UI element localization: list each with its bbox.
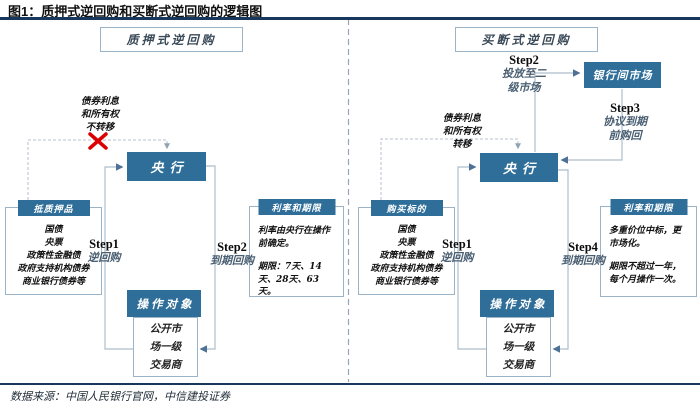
right-panel-header-label: 买断式逆回购 [481,33,572,47]
rate-paragraph: 利率由央行在操作前确定。 [258,226,331,249]
left-dealer-box: 公开市 场一级 交易商 [133,317,198,377]
left-collateral-box-title-label: 抵质押品 [33,204,74,215]
left-central-bank-label: 央行 [150,161,189,176]
right-purchase-items: 国债 央票 政策性金融债 政府支持机构债券 商业银行债券等 [359,208,454,289]
note-line: 债券利息 [80,96,119,107]
left-collateral-items: 国债 央票 政策性金融债 政府支持机构债券 商业银行债券等 [6,208,101,289]
interbank-market-box: 银行间市场 [584,62,661,88]
dealer-line: 场一级 [502,341,535,353]
dealer-line: 交易商 [502,359,535,371]
left-step2: Step2 到期回购 [192,241,272,268]
left-rate-term-box-title: 利率和期限 [258,199,335,215]
right-purchase-dashed-link [380,138,521,200]
step-label: Step4 [568,240,598,254]
right-step4-link [552,169,569,353]
left-transfer-note: 债券利息 和所有权 不转移 [60,95,140,134]
dealer-line: 场一级 [149,341,182,353]
collateral-item: 政策性金融债 [26,251,81,261]
title-rule [0,17,700,20]
left-collateral-box: 抵质押品 国债 央票 政策性金融债 政府支持机构债券 商业银行债券等 [5,200,102,295]
purchase-item: 政策性金融债 [379,251,434,261]
footer-rule [0,383,700,385]
left-cross-stroke-2 [88,132,108,150]
collateral-item: 国债 [44,225,63,235]
right-step4: Step4 到期回购 [543,241,623,268]
note-line: 转移 [452,139,472,150]
left-rate-term-title-label: 利率和期限 [271,203,322,214]
data-source: 数据来源：中国人民银行官网，中信建投证券 [10,390,230,403]
left-panel-header: 质押式逆回购 [100,27,243,52]
right-step2: Step2 投放至二 级市场 [488,54,560,95]
right-purchase-box-title: 购买标的 [370,200,443,216]
dealer-line: 交易商 [149,359,182,371]
right-step1: Step1 逆回购 [423,238,491,265]
right-purchase-box: 购买标的 国债 央票 政策性金融债 政府支持机构债券 商业银行债券等 [358,200,455,295]
right-transfer-note: 债券利息 和所有权 转移 [422,112,502,151]
right-panel-header: 买断式逆回购 [455,27,598,52]
collateral-item: 商业银行债券等 [21,277,85,287]
right-rate-term-text: 多重价位中标，更市场化。 期限不超过一年，每个月操作一次。 [601,207,696,286]
step-label: Step3 [610,101,640,115]
right-operation-target-label: 操作对象 [489,296,548,311]
left-step1: Step1 逆回购 [70,238,138,265]
left-panel-header-label: 质押式逆回购 [126,33,217,47]
right-rate-term-box-title: 利率和期限 [610,199,687,215]
term-paragraph: 期限：7天、14天、28天、63天。 [258,262,322,297]
purchase-item: 政府支持机构债券 [370,264,443,274]
left-operation-target-label: 操作对象 [136,296,195,311]
interbank-market-label: 银行间市场 [592,69,653,82]
note-line: 债券利息 [442,113,481,124]
step-desc: 逆回购 [440,251,474,264]
right-operation-target-box: 操作对象 [480,290,554,317]
step-desc: 协议到期 [603,115,647,128]
left-step2-link [199,165,216,353]
step-label: Step1 [442,237,472,251]
step-desc: 到期回购 [561,254,605,267]
note-line: 不转移 [85,122,115,133]
right-purchase-box-title-label: 购买标的 [386,204,427,215]
step-desc: 到期回购 [210,254,254,267]
collateral-item: 政府支持机构债券 [17,264,90,274]
step-desc: 逆回购 [87,251,121,264]
purchase-item: 商业银行债券等 [374,277,438,287]
note-line: 和所有权 [442,126,481,137]
right-step1-link [457,163,486,350]
right-central-bank-box: 央行 [480,153,558,182]
right-central-bank-label: 央行 [502,162,541,177]
left-rate-term-box: 利率和期限 利率由央行在操作前确定。 期限：7天、14天、28天、63天。 [249,199,344,299]
left-step1-link [104,163,133,350]
left-collateral-box-title: 抵质押品 [17,200,90,216]
left-collateral-dashed-link [27,139,170,200]
term-paragraph: 期限不超过一年，每个月操作一次。 [609,262,682,285]
step-label: Step2 [217,240,247,254]
step-label: Step1 [89,237,119,251]
right-rate-term-title-label: 利率和期限 [623,203,674,214]
right-step2-link [534,69,581,152]
right-rate-term-box: 利率和期限 多重价位中标，更市场化。 期限不超过一年，每个月操作一次。 [600,199,697,297]
figure-title: 图1：质押式逆回购和买断式逆回购的逻辑图 [8,4,263,19]
step-desc: 前购回 [608,129,642,142]
collateral-item: 央票 [44,238,63,248]
left-rate-term-text: 利率由央行在操作前确定。 期限：7天、14天、28天、63天。 [250,207,343,299]
left-operation-target-box: 操作对象 [127,290,201,317]
step-desc: 投放至二 [502,67,546,80]
right-step3-link [560,89,623,164]
purchase-item: 央票 [397,238,416,248]
dealer-line: 公开市 [502,323,535,335]
rate-paragraph: 多重价位中标，更市场化。 [609,226,682,249]
dealer-line: 公开市 [149,323,182,335]
purchase-item: 国债 [397,225,416,235]
right-dealer-box: 公开市 场一级 交易商 [486,317,551,377]
note-line: 和所有权 [80,109,119,120]
step-desc: 级市场 [507,81,541,94]
left-central-bank-box: 央行 [127,152,206,181]
right-step3: Step3 协议到期 前购回 [588,102,662,143]
step-label: Step2 [509,53,539,67]
